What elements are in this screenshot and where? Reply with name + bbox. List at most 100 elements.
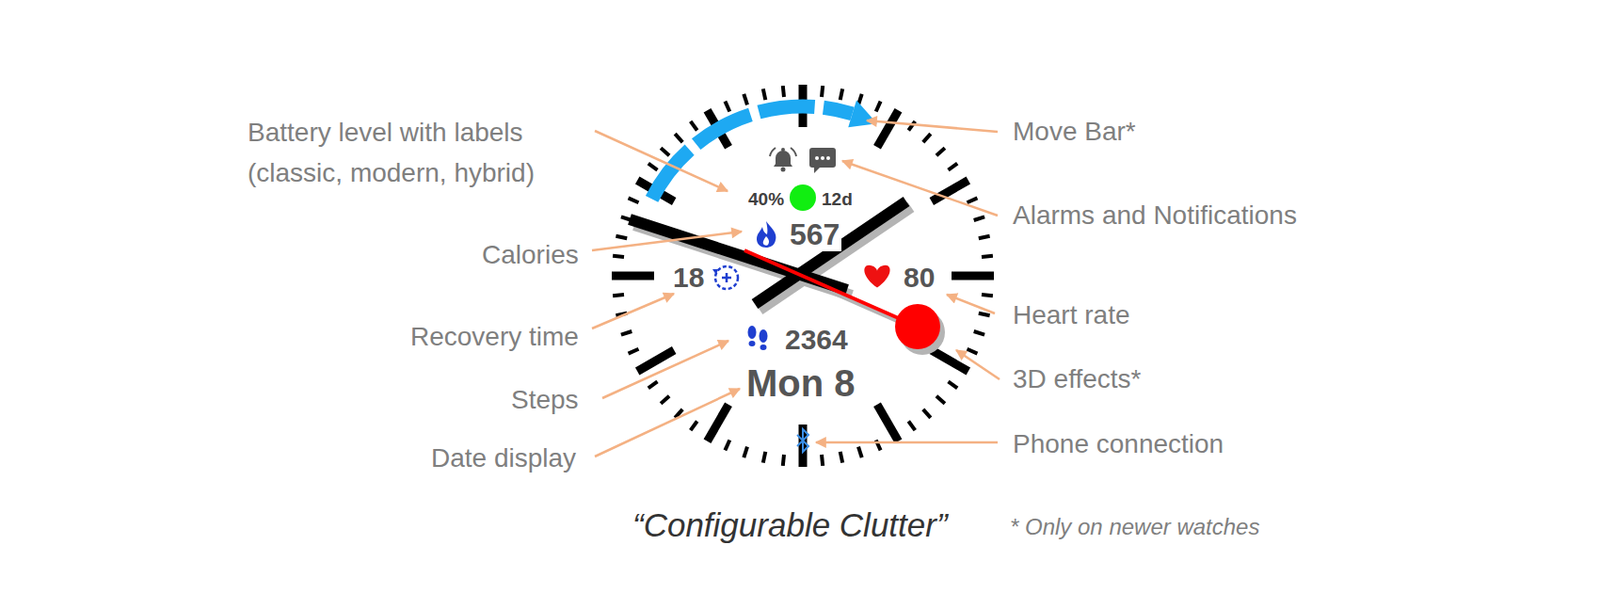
- minute-tick: [981, 294, 993, 296]
- minute-tick: [674, 133, 683, 143]
- notification-icon: [814, 166, 821, 174]
- minute-tick: [690, 421, 698, 432]
- leader-line: [592, 293, 674, 329]
- alarm-bell-icon: [773, 150, 793, 167]
- calories-icon: [756, 221, 776, 248]
- battery-dot: [789, 184, 816, 211]
- notification-icon: [820, 156, 825, 160]
- callout-label: Date display: [431, 442, 576, 475]
- move-bar-segment: [823, 107, 853, 114]
- steps-icon: [748, 325, 757, 339]
- minute-tick: [948, 163, 959, 171]
- recovery-icon: [712, 266, 738, 289]
- minute-tick: [648, 163, 658, 171]
- minute-tick: [648, 381, 658, 388]
- minute-tick: [936, 147, 945, 156]
- minute-tick: [876, 101, 881, 112]
- steps-icon: [759, 329, 768, 343]
- hour-tick: [611, 272, 655, 281]
- leader-line: [592, 120, 1000, 457]
- callout-label: Recovery time: [410, 320, 579, 353]
- calories-icon: [763, 236, 769, 246]
- minute-tick: [743, 94, 748, 105]
- minute-tick: [948, 381, 959, 388]
- minute-tick: [660, 147, 670, 156]
- leader-line: [946, 294, 995, 314]
- leader-line: [816, 441, 998, 445]
- recovery-icon: [721, 272, 732, 283]
- face-value: 80: [901, 262, 937, 293]
- face-value: 2364: [783, 324, 850, 355]
- minute-tick: [923, 133, 931, 143]
- face-value: 12d: [819, 190, 855, 209]
- minute-tick: [908, 421, 915, 432]
- minute-tick: [615, 236, 627, 240]
- leader-line: [602, 340, 729, 399]
- minute-tick: [763, 88, 767, 100]
- minute-tick: [783, 85, 784, 97]
- recovery-icon: [715, 266, 738, 289]
- minute-tick: [660, 396, 670, 404]
- minute-tick: [724, 101, 730, 112]
- callout-label: Calories: [481, 239, 579, 272]
- minute-tick: [967, 197, 978, 203]
- face-value: 567: [787, 219, 842, 252]
- alarm-bell-icon: [769, 147, 797, 173]
- dial-ticks: [611, 84, 994, 467]
- minute-tick: [974, 331, 985, 336]
- face-date: Mon 8: [744, 363, 858, 403]
- callout-label: Battery level with labels (classic, mode…: [247, 112, 596, 193]
- heart-icon: [864, 265, 890, 288]
- minute-tick: [974, 216, 985, 221]
- minute-tick: [923, 409, 931, 418]
- notification-icon: [809, 147, 836, 168]
- steps-icon: [749, 340, 756, 347]
- callout-label: Move Bar*: [1012, 115, 1136, 148]
- minute-tick: [783, 454, 784, 466]
- leader-line: [956, 350, 1000, 380]
- notification-icon: [826, 156, 831, 160]
- minute-tick: [978, 313, 991, 317]
- callout-label: 3D effects*: [1012, 363, 1141, 396]
- minute-tick: [840, 88, 844, 100]
- minute-tick: [840, 451, 844, 464]
- hour-tick: [877, 110, 899, 147]
- steps-icon: [748, 325, 768, 351]
- leader-line: [842, 160, 998, 216]
- face-value: 40%: [746, 190, 786, 209]
- minute-tick: [936, 396, 945, 404]
- leader-line: [594, 388, 740, 457]
- calories-icon: [756, 221, 776, 248]
- callout-label: Steps: [511, 384, 579, 416]
- second-hand: [744, 250, 918, 327]
- face-value: 18: [671, 262, 706, 293]
- minute-tick: [628, 349, 640, 354]
- alarm-bell-icon: [781, 147, 785, 152]
- steps-icon: [760, 344, 768, 351]
- caption: “Configurable Clutter”: [632, 505, 948, 545]
- move-bar-segment: [696, 114, 752, 144]
- minute-tick: [628, 197, 640, 203]
- notification-icon: [815, 156, 819, 160]
- leader-line: [866, 120, 998, 132]
- minute-tick: [612, 256, 624, 257]
- minute-tick: [908, 121, 915, 131]
- minute-tick: [621, 331, 632, 336]
- minute-tick: [821, 454, 823, 466]
- recovery-icon: [712, 269, 719, 275]
- alarm-bell-icon: [781, 167, 786, 173]
- heart-icon: [864, 265, 890, 288]
- notification-icon: [809, 147, 836, 174]
- minute-tick: [690, 121, 698, 131]
- alarm-bell-icon: [769, 147, 797, 157]
- leader-line: [594, 130, 728, 192]
- move-bar: [652, 100, 878, 200]
- minute-tick: [858, 447, 863, 458]
- footnote: * Only on newer watches: [1009, 513, 1260, 542]
- bluetooth-icon: [797, 429, 809, 452]
- minute-tick: [724, 440, 730, 451]
- move-bar-segment: [758, 106, 815, 112]
- minute-tick: [743, 447, 748, 458]
